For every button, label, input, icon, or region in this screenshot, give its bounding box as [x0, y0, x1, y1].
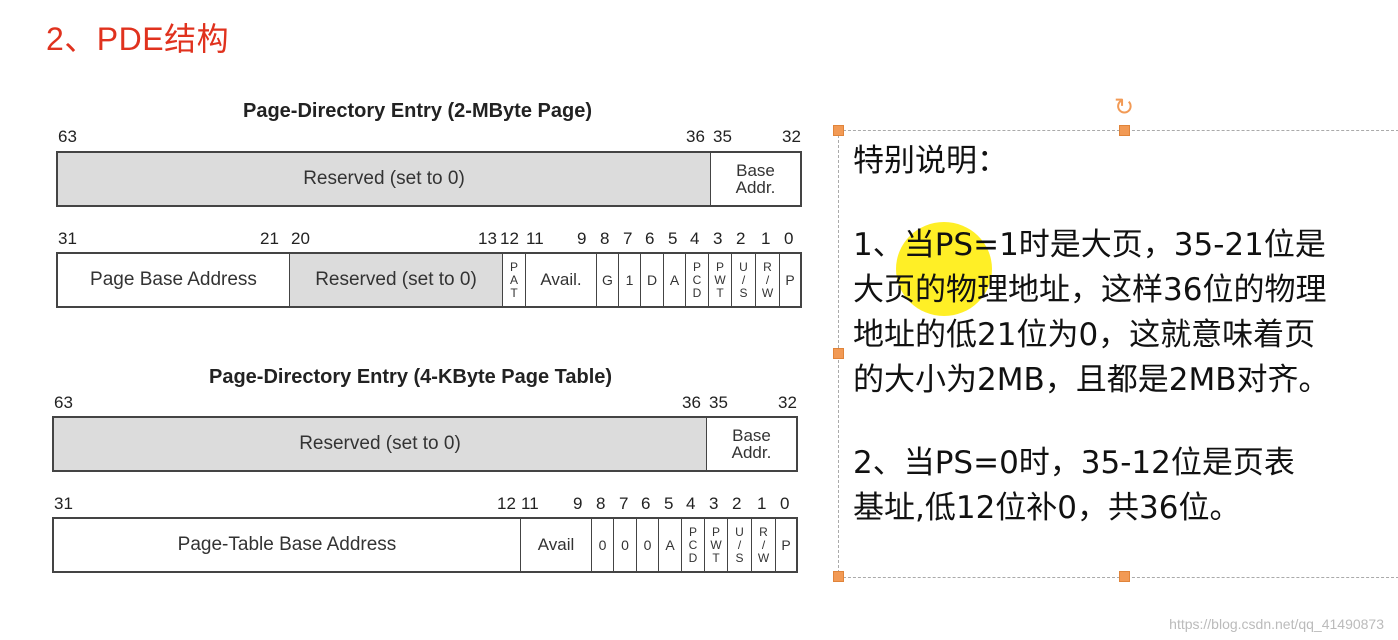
watermark: https://blog.csdn.net/qq_41490873: [1169, 616, 1384, 632]
bit-label: 3: [713, 229, 723, 248]
bit-label: 13: [478, 229, 497, 248]
us-bit: U / S: [727, 519, 751, 571]
avail-field: Avail: [520, 519, 591, 571]
rw-bit: R / W: [755, 254, 779, 306]
reserved-field: Reserved (set to 0): [54, 418, 706, 470]
resize-handle-top-left[interactable]: [833, 125, 844, 136]
pcd-bit: P C D: [681, 519, 704, 571]
bit-label: 0: [780, 494, 790, 513]
note-heading: 特别说明：: [853, 143, 1008, 179]
resize-handle-bottom[interactable]: [1119, 571, 1130, 582]
diagram2-upper-row: Reserved (set to 0) Base Addr.: [52, 416, 798, 472]
diagram1-upper-row: Reserved (set to 0) Base Addr.: [56, 151, 802, 207]
ps-bit: 1: [618, 254, 640, 306]
bit-label: 32: [778, 393, 797, 412]
rotate-handle-icon[interactable]: ↻: [1114, 94, 1135, 121]
bit-label: 6: [645, 229, 655, 248]
page-base-address-field: Page Base Address: [90, 269, 257, 290]
us-bit: U / S: [731, 254, 755, 306]
pcd-bit: P C D: [685, 254, 708, 306]
bit-label: 8: [596, 494, 606, 513]
bit-label: 12: [497, 494, 516, 513]
bit-label: 5: [664, 494, 674, 513]
page-title: 2、PDE结构: [46, 21, 230, 57]
bit-label: 11: [521, 494, 539, 513]
note-line: 大页的物理地址，这样36位的物理: [853, 272, 1327, 308]
avail-field: Avail.: [525, 254, 596, 306]
bit-label: 31: [54, 494, 73, 513]
bit-label: 3: [709, 494, 719, 513]
resize-handle-left[interactable]: [833, 348, 844, 359]
p-bit: P: [775, 519, 796, 571]
bit-label: 36: [682, 393, 701, 412]
g-bit: G: [596, 254, 618, 306]
bit-label: 31: [58, 229, 77, 248]
bit-label: 36: [686, 127, 705, 146]
note-line: 的大小为2MB，且都是2MB对齐。: [853, 362, 1330, 398]
bit-label: 35: [709, 393, 728, 412]
bit-label: 32: [782, 127, 801, 146]
pwt-bit: P W T: [704, 519, 727, 571]
diagram1-title: Page-Directory Entry (2-MByte Page): [243, 100, 592, 122]
bit-label: 21: [260, 229, 279, 248]
bit7-zero: 0: [613, 519, 636, 571]
bit-label: 6: [641, 494, 651, 513]
bit-label: 2: [736, 229, 746, 248]
resize-handle-top[interactable]: [1119, 125, 1130, 136]
bit-label: 7: [619, 494, 629, 513]
bit8-zero: 0: [591, 519, 613, 571]
bit-label: 0: [784, 229, 794, 248]
diagram1-lower-row: Page Base Address Reserved (set to 0) P …: [56, 252, 802, 308]
diagram2-title: Page-Directory Entry (4-KByte Page Table…: [209, 366, 613, 388]
note-line: 2、当PS=0时，35-12位是页表: [853, 445, 1295, 481]
bit-label: 1: [761, 229, 771, 248]
bit-label: 12: [500, 229, 519, 248]
bit-label: 63: [58, 127, 77, 146]
bit-label: 63: [54, 393, 73, 412]
bit-label: 35: [713, 127, 732, 146]
base-addr-field: Base Addr.: [710, 153, 800, 205]
bit-label: 4: [690, 229, 700, 248]
cursor-highlight: [896, 222, 992, 316]
bit-label: 8: [600, 229, 610, 248]
bit-label: 4: [686, 494, 696, 513]
pat-bit: P A T: [502, 254, 525, 306]
bit-label: 5: [668, 229, 678, 248]
base-addr-field: Base Addr.: [706, 418, 796, 470]
d-bit: D: [640, 254, 663, 306]
bit-label: 1: [757, 494, 767, 513]
page-table-base-address-field: Page-Table Base Address: [177, 534, 397, 555]
resize-handle-bottom-left[interactable]: [833, 571, 844, 582]
reserved-field: Reserved (set to 0): [289, 254, 502, 306]
bit-label: 20: [291, 229, 310, 248]
bit-label: 2: [732, 494, 742, 513]
bit-label: 9: [577, 229, 587, 248]
note-line: 地址的低21位为0，这就意味着页: [853, 317, 1316, 353]
a-bit: A: [663, 254, 685, 306]
pwt-bit: P W T: [708, 254, 731, 306]
bit-label: 11: [526, 229, 544, 248]
reserved-field: Reserved (set to 0): [58, 153, 710, 205]
a-bit: A: [658, 519, 681, 571]
bit-label: 7: [623, 229, 633, 248]
rw-bit: R / W: [751, 519, 775, 571]
note-line: 1、当PS=1时是大页，35-21位是: [853, 227, 1326, 263]
bit6-zero: 0: [636, 519, 658, 571]
diagram2-lower-row: Page-Table Base Address Avail 0 0 0 A P …: [52, 517, 798, 573]
note-line: 基址,低12位补0，共36位。: [853, 490, 1241, 526]
bit-label: 9: [573, 494, 583, 513]
p-bit: P: [779, 254, 800, 306]
